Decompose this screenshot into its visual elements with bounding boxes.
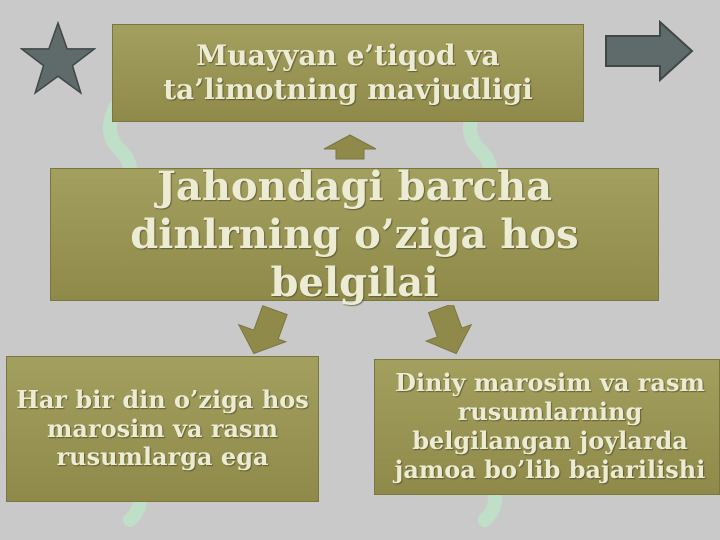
central-concept-text: Jahondagi barcha dinlrning o’ziga hos be… <box>130 162 579 306</box>
top-concept-box: Muayyan e’tiqod va ta’limotning mavjudli… <box>112 24 584 122</box>
bottom-left-concept-box: Har bir din o’ziga hos marosim va rasm r… <box>6 356 319 502</box>
bottom-right-concept-box: Diniy marosim va rasm rusumlarning belgi… <box>374 359 720 495</box>
up-arrow-icon <box>323 134 377 160</box>
top-concept-text: Muayyan e’tiqod va ta’limotning mavjudli… <box>163 39 533 106</box>
central-concept-box: Jahondagi barcha dinlrning o’ziga hos be… <box>50 163 659 306</box>
star-icon <box>20 20 96 95</box>
down-right-arrow-icon <box>424 305 473 355</box>
bottom-left-concept-text: Har bir din o’ziga hos marosim va rasm r… <box>16 384 309 472</box>
bottom-right-concept-text: Diniy marosim va rasm rusumlarning belgi… <box>394 368 706 484</box>
down-left-arrow-icon <box>237 305 288 355</box>
right-arrow-icon[interactable] <box>604 20 694 82</box>
